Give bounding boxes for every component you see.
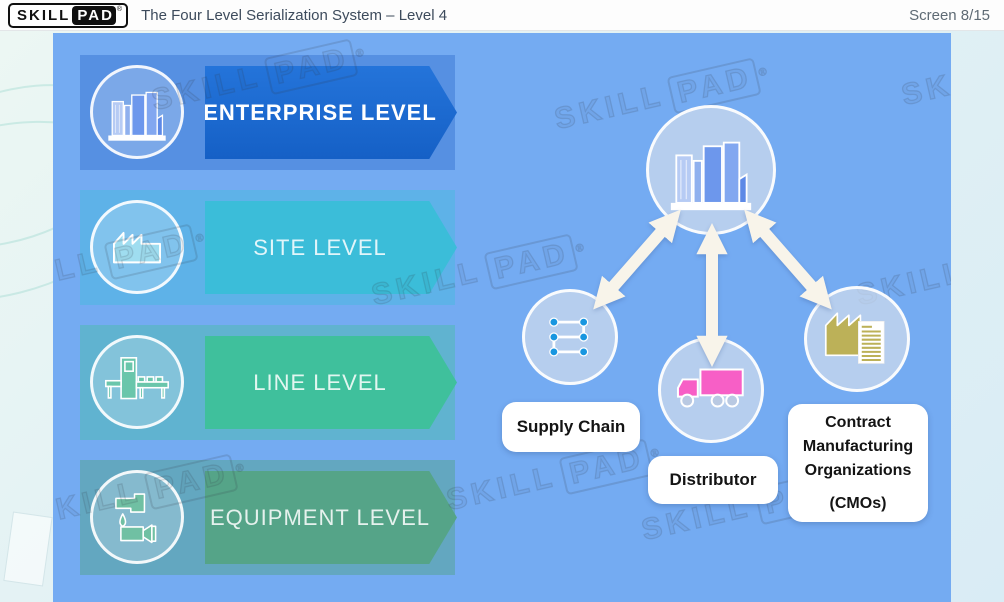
equipment-level-banner: EQUIPMENT LEVEL xyxy=(205,471,457,564)
supply-chain-network-icon xyxy=(549,317,589,357)
level-row-equipment: EQUIPMENT LEVEL xyxy=(80,460,457,575)
supply-chain-label: Supply Chain xyxy=(502,402,640,452)
page-title: The Four Level Serialization System – Le… xyxy=(141,6,448,24)
delivery-truck-icon xyxy=(676,368,744,408)
supply-chain-node xyxy=(522,289,618,385)
logo-pad-text: PAD xyxy=(72,5,116,25)
distributor-node xyxy=(658,337,764,443)
enterprise-building-icon xyxy=(669,141,753,212)
distributor-label: Distributor xyxy=(648,456,778,504)
line-level-label: LINE LEVEL xyxy=(253,369,387,395)
screen-counter: Screen 8/15 xyxy=(909,6,990,24)
background-photo-fragment xyxy=(3,511,53,587)
factory-document-icon xyxy=(824,312,885,364)
enterprise-building-icon xyxy=(107,91,167,142)
line-level-banner: LINE LEVEL xyxy=(205,336,457,429)
enterprise-level-banner: ENTERPRISE LEVEL xyxy=(205,66,457,159)
site-level-banner: SITE LEVEL xyxy=(205,201,457,294)
equipment-level-label: EQUIPMENT LEVEL xyxy=(210,504,430,530)
site-level-badge xyxy=(90,200,184,294)
header-bar: SKILL PAD ® The Four Level Serialization… xyxy=(0,0,1004,31)
level-row-enterprise: ENTERPRISE LEVEL xyxy=(80,55,457,170)
printer-camera-icon xyxy=(115,493,157,544)
arrow-hub-cmo xyxy=(744,209,832,310)
line-level-badge xyxy=(90,335,184,429)
site-level-label: SITE LEVEL xyxy=(253,234,387,260)
production-line-icon xyxy=(105,357,169,400)
enterprise-level-label: ENTERPRISE LEVEL xyxy=(203,99,437,125)
cmo-node xyxy=(804,286,910,392)
logo-skill-text: SKILL xyxy=(17,6,71,24)
factory-site-icon xyxy=(113,231,161,264)
arrow-hub-supplychain xyxy=(593,209,681,310)
enterprise-hub-node xyxy=(646,105,776,235)
cmo-label: Contract Manufacturing Organizations (CM… xyxy=(788,404,928,522)
enterprise-level-badge xyxy=(90,65,184,159)
level-row-site: SITE LEVEL xyxy=(80,190,457,305)
equipment-level-badge xyxy=(90,470,184,564)
registered-trademark-icon: ® xyxy=(116,5,123,13)
skillpad-logo: SKILL PAD ® xyxy=(8,2,129,28)
level-row-line: LINE LEVEL xyxy=(80,325,457,440)
